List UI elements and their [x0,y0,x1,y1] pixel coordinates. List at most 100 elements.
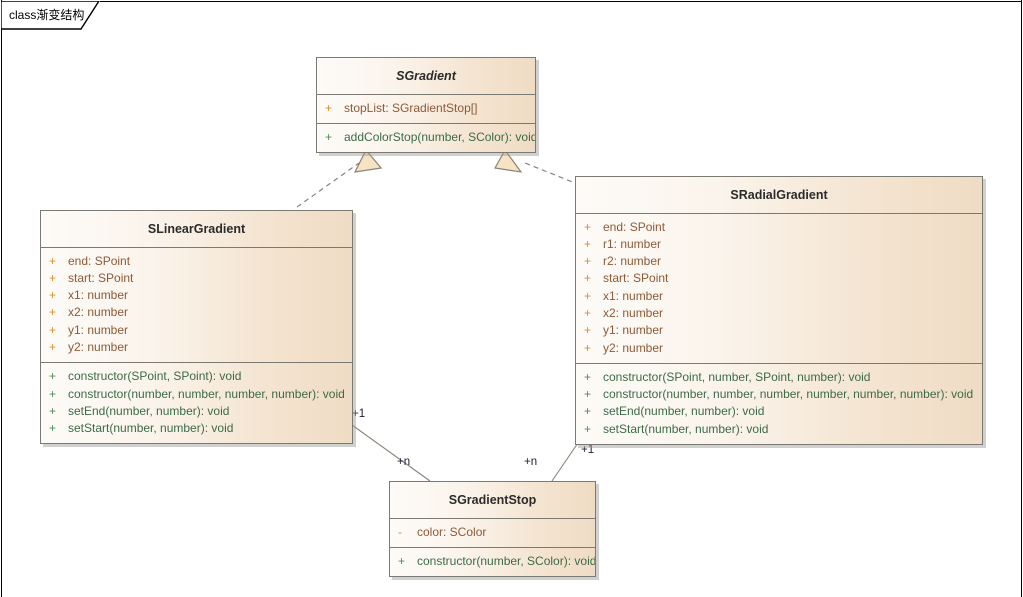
class-attribute-row: + start: SPoint [41,270,352,287]
class-operations-sgradient: + addColorStop(number, SColor): void [317,124,535,152]
visibility-marker: + [49,305,57,320]
class-attributes-sgradient: + stopList: SGradientStop[] [317,95,535,123]
attribute-text: start: SPoint [603,271,669,286]
visibility-marker: + [49,386,57,401]
class-operation-row: + constructor(number, SColor): void [390,553,595,570]
class-attribute-row: + x1: number [576,288,982,305]
class-box-sgradientstop[interactable]: SGradientStop - color: SColor + construc… [389,481,596,578]
class-attribute-row: - color: SColor [390,524,595,541]
class-attribute-row: + end: SPoint [576,219,982,236]
attribute-text: x1: number [603,288,664,303]
visibility-marker: + [49,322,57,337]
visibility-marker: + [325,129,333,144]
class-attributes-slineargradient: + end: SPoint + start: SPoint + x1: numb… [41,248,352,363]
operation-text: constructor(SPoint, number, SPoint, numb… [603,369,871,384]
class-attribute-row: + y1: number [41,322,352,339]
operation-text: constructor(number, SColor): void [417,553,596,568]
operation-text: setStart(number, number): void [603,421,769,436]
class-operation-row: + constructor(SPoint, number, SPoint, nu… [576,369,982,386]
class-operation-row: + constructor(number, number, number, nu… [576,386,982,403]
class-box-slineargradient[interactable]: SLinearGradient + end: SPoint + start: S… [40,210,353,445]
class-title-sradialgradient: SRadialGradient [730,188,828,202]
class-attribute-row: + r1: number [576,236,982,253]
edge-association-linear-stop [351,424,431,482]
class-operation-row: + setEnd(number, number): void [576,403,982,420]
attribute-text: y1: number [68,322,129,337]
class-box-sgradient[interactable]: SGradient + stopList: SGradientStop[] + … [316,57,536,154]
class-attribute-row: + start: SPoint [576,270,982,287]
frame-border-top [100,1,1021,2]
class-attribute-row: + end: SPoint [41,253,352,270]
edge-label-radial-one: +1 [581,444,595,456]
visibility-marker: + [49,421,57,436]
class-separator [317,122,535,124]
visibility-marker: + [49,253,57,268]
class-operation-row: + constructor(SPoint, SPoint): void [41,368,352,385]
class-operation-row: + setStart(number, number): void [41,420,352,437]
visibility-marker: - [398,524,402,539]
visibility-marker: + [584,404,592,419]
diagram-title-tab [1,1,100,30]
class-attribute-row: + r2: number [576,253,982,270]
attribute-text: end: SPoint [603,219,666,234]
class-separator [390,546,595,548]
visibility-marker: + [584,387,592,402]
attribute-text: y2: number [603,340,664,355]
operation-text: addColorStop(number, SColor): void [344,129,536,144]
attribute-text: y1: number [603,323,664,338]
operation-text: setStart(number, number): void [68,421,234,436]
class-attribute-row: + y2: number [576,340,982,357]
class-attribute-row: + stopList: SGradientStop[] [317,100,535,117]
class-title-sgradient: SGradient [396,69,456,83]
operation-text: constructor(SPoint, SPoint): void [68,369,242,384]
operation-text: constructor(number, number, number, numb… [603,387,974,402]
class-separator [41,246,352,248]
visibility-marker: + [398,553,406,568]
visibility-marker: + [584,271,592,286]
class-attribute-row: + y1: number [576,322,982,339]
operation-text: setEnd(number, number): void [68,403,230,418]
visibility-marker: + [584,254,592,269]
edge-association-radial-stop [551,439,581,482]
visibility-marker: + [584,421,592,436]
attribute-text: color: SColor [417,524,487,539]
class-separator [390,517,595,519]
class-attribute-row: + y2: number [41,339,352,356]
class-separator [576,362,982,364]
visibility-marker: + [49,288,57,303]
visibility-marker: + [49,270,57,285]
attribute-text: end: SPoint [68,253,131,268]
class-operation-row: + setStart(number, number): void [576,421,982,438]
visibility-marker: + [325,100,333,115]
class-separator [41,362,352,364]
class-title-slineargradient: SLinearGradient [147,222,246,236]
class-operations-sgradientstop: + constructor(number, SColor): void [390,548,595,576]
frame-border-left [1,0,2,597]
visibility-marker: + [49,369,57,384]
frame-border-right [1021,0,1022,597]
edge-label-linear-many: +n [397,456,411,468]
class-attribute-row: + x1: number [41,287,352,304]
class-box-sradialgradient[interactable]: SRadialGradient + end: SPoint + r1: numb… [575,176,983,446]
attribute-text: start: SPoint [68,270,134,285]
visibility-marker: + [584,288,592,303]
class-separator [576,212,982,214]
visibility-marker: + [49,339,57,354]
edge-realization-linear [296,148,383,208]
class-attributes-sradialgradient: + end: SPoint + r1: number + r2: number … [576,214,982,363]
edge-realization-radial [494,148,581,186]
class-operation-row: + addColorStop(number, SColor): void [317,129,535,146]
attribute-text: x2: number [68,305,129,320]
operation-text: constructor(number, number, number, numb… [68,386,345,401]
edge-label-linear-one: +1 [352,408,366,420]
attribute-text: x2: number [603,305,664,320]
class-attribute-row: + x2: number [41,304,352,321]
class-title-sgradientstop: SGradientStop [448,493,537,507]
visibility-marker: + [584,305,592,320]
class-operation-row: + setEnd(number, number): void [41,403,352,420]
diagram-title-label: class渐变结构 [9,8,85,22]
attribute-text: y2: number [68,339,129,354]
class-separator [317,93,535,95]
class-attribute-row: + x2: number [576,305,982,322]
